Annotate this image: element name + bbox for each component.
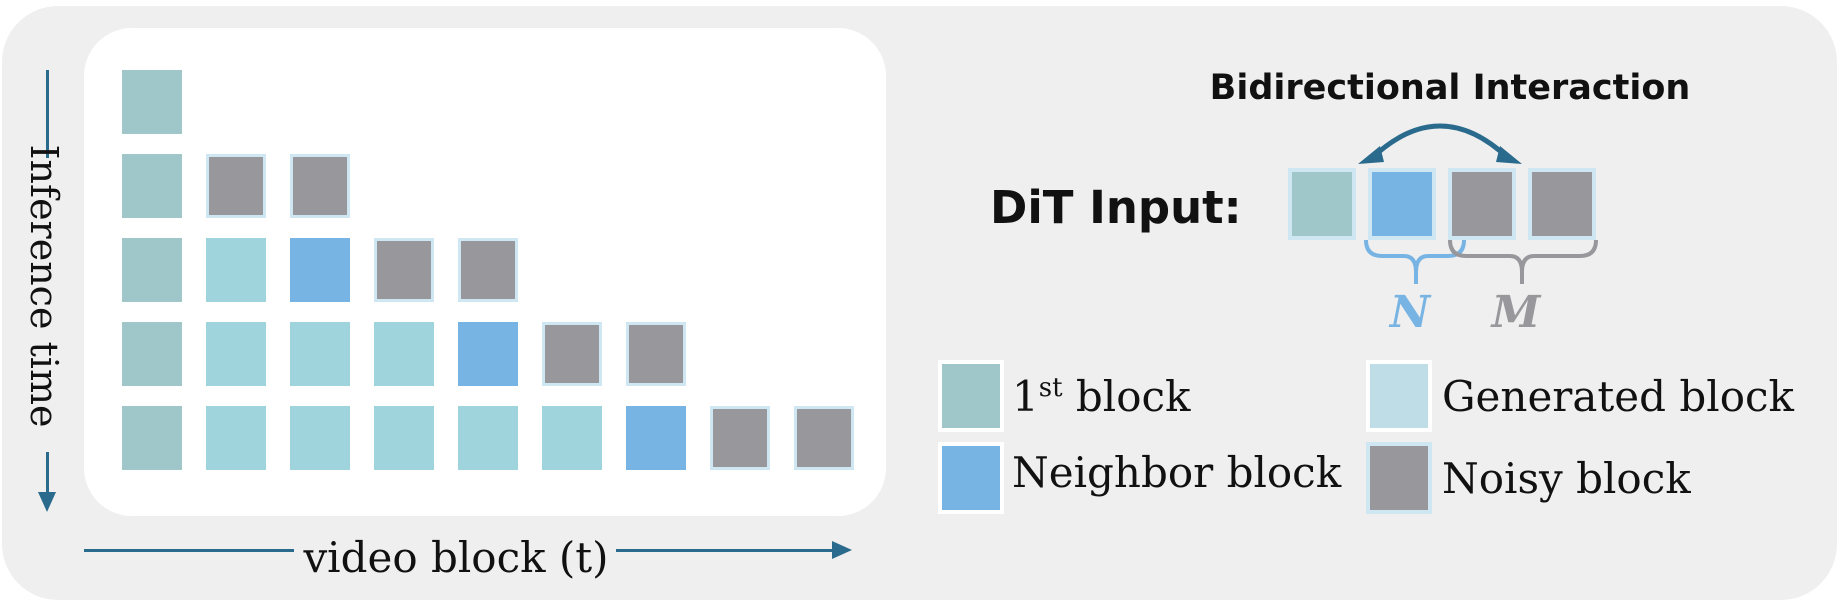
neighbor-block bbox=[626, 406, 686, 470]
legend-generated-label: Generated block bbox=[1442, 372, 1794, 421]
dit-noisy-block bbox=[1448, 168, 1516, 240]
dit-noisy-block bbox=[1528, 168, 1596, 240]
noisy-block bbox=[458, 238, 518, 302]
noisy-block bbox=[290, 154, 350, 218]
bidirectional-arrow-icon bbox=[1358, 123, 1522, 164]
dit-input-label: DiT Input: bbox=[990, 181, 1242, 234]
first-block bbox=[122, 238, 182, 302]
generated-block bbox=[290, 406, 350, 470]
legend-first-sup: st bbox=[1038, 373, 1063, 403]
noisy-block bbox=[542, 322, 602, 386]
generated-block bbox=[206, 322, 266, 386]
x-axis-label-text: video block (t) bbox=[303, 533, 609, 582]
generated-block bbox=[374, 322, 434, 386]
x-axis-right-segment bbox=[616, 549, 834, 552]
x-axis-arrow-icon bbox=[832, 541, 852, 559]
generated-block bbox=[290, 322, 350, 386]
legend-first-number: 1 bbox=[1012, 372, 1039, 421]
x-axis-left-segment bbox=[84, 549, 294, 552]
legend-first-rest: block bbox=[1062, 372, 1191, 421]
noisy-block bbox=[626, 322, 686, 386]
generated-block bbox=[374, 406, 434, 470]
neighbor-block bbox=[290, 238, 350, 302]
x-axis-label: video block (t) bbox=[296, 534, 616, 582]
y-axis-label: Inference time bbox=[22, 144, 66, 428]
legend-noisy-label: Noisy block bbox=[1442, 454, 1691, 503]
legend-generated-swatch bbox=[1366, 360, 1432, 432]
y-axis-top-segment bbox=[46, 70, 49, 158]
neighbor-block bbox=[458, 322, 518, 386]
legend-noisy-swatch bbox=[1366, 442, 1432, 514]
m-label: M bbox=[1491, 287, 1541, 338]
first-block bbox=[122, 322, 182, 386]
generated-block bbox=[542, 406, 602, 470]
noisy-block bbox=[710, 406, 770, 470]
dit-first-block bbox=[1288, 168, 1356, 240]
generated-block bbox=[206, 406, 266, 470]
legend-neighbor-swatch bbox=[938, 442, 1004, 514]
dit-neighbor-block bbox=[1368, 168, 1436, 240]
first-block bbox=[122, 406, 182, 470]
y-axis-arrow-icon bbox=[38, 492, 56, 512]
first-block bbox=[122, 154, 182, 218]
legend-neighbor-label: Neighbor block bbox=[1012, 448, 1342, 497]
bidirectional-title: Bidirectional Interaction bbox=[1209, 68, 1691, 108]
legend-first-label: 1st block bbox=[1012, 372, 1190, 422]
y-axis-bottom-segment bbox=[46, 452, 49, 492]
n-label: N bbox=[1389, 287, 1431, 338]
legend-first-swatch bbox=[938, 360, 1004, 432]
generated-block bbox=[458, 406, 518, 470]
noisy-block bbox=[374, 238, 434, 302]
noisy-block bbox=[206, 154, 266, 218]
generated-block bbox=[206, 238, 266, 302]
noisy-block bbox=[794, 406, 854, 470]
first-block bbox=[122, 70, 182, 134]
m-brace-icon bbox=[1448, 239, 1598, 284]
